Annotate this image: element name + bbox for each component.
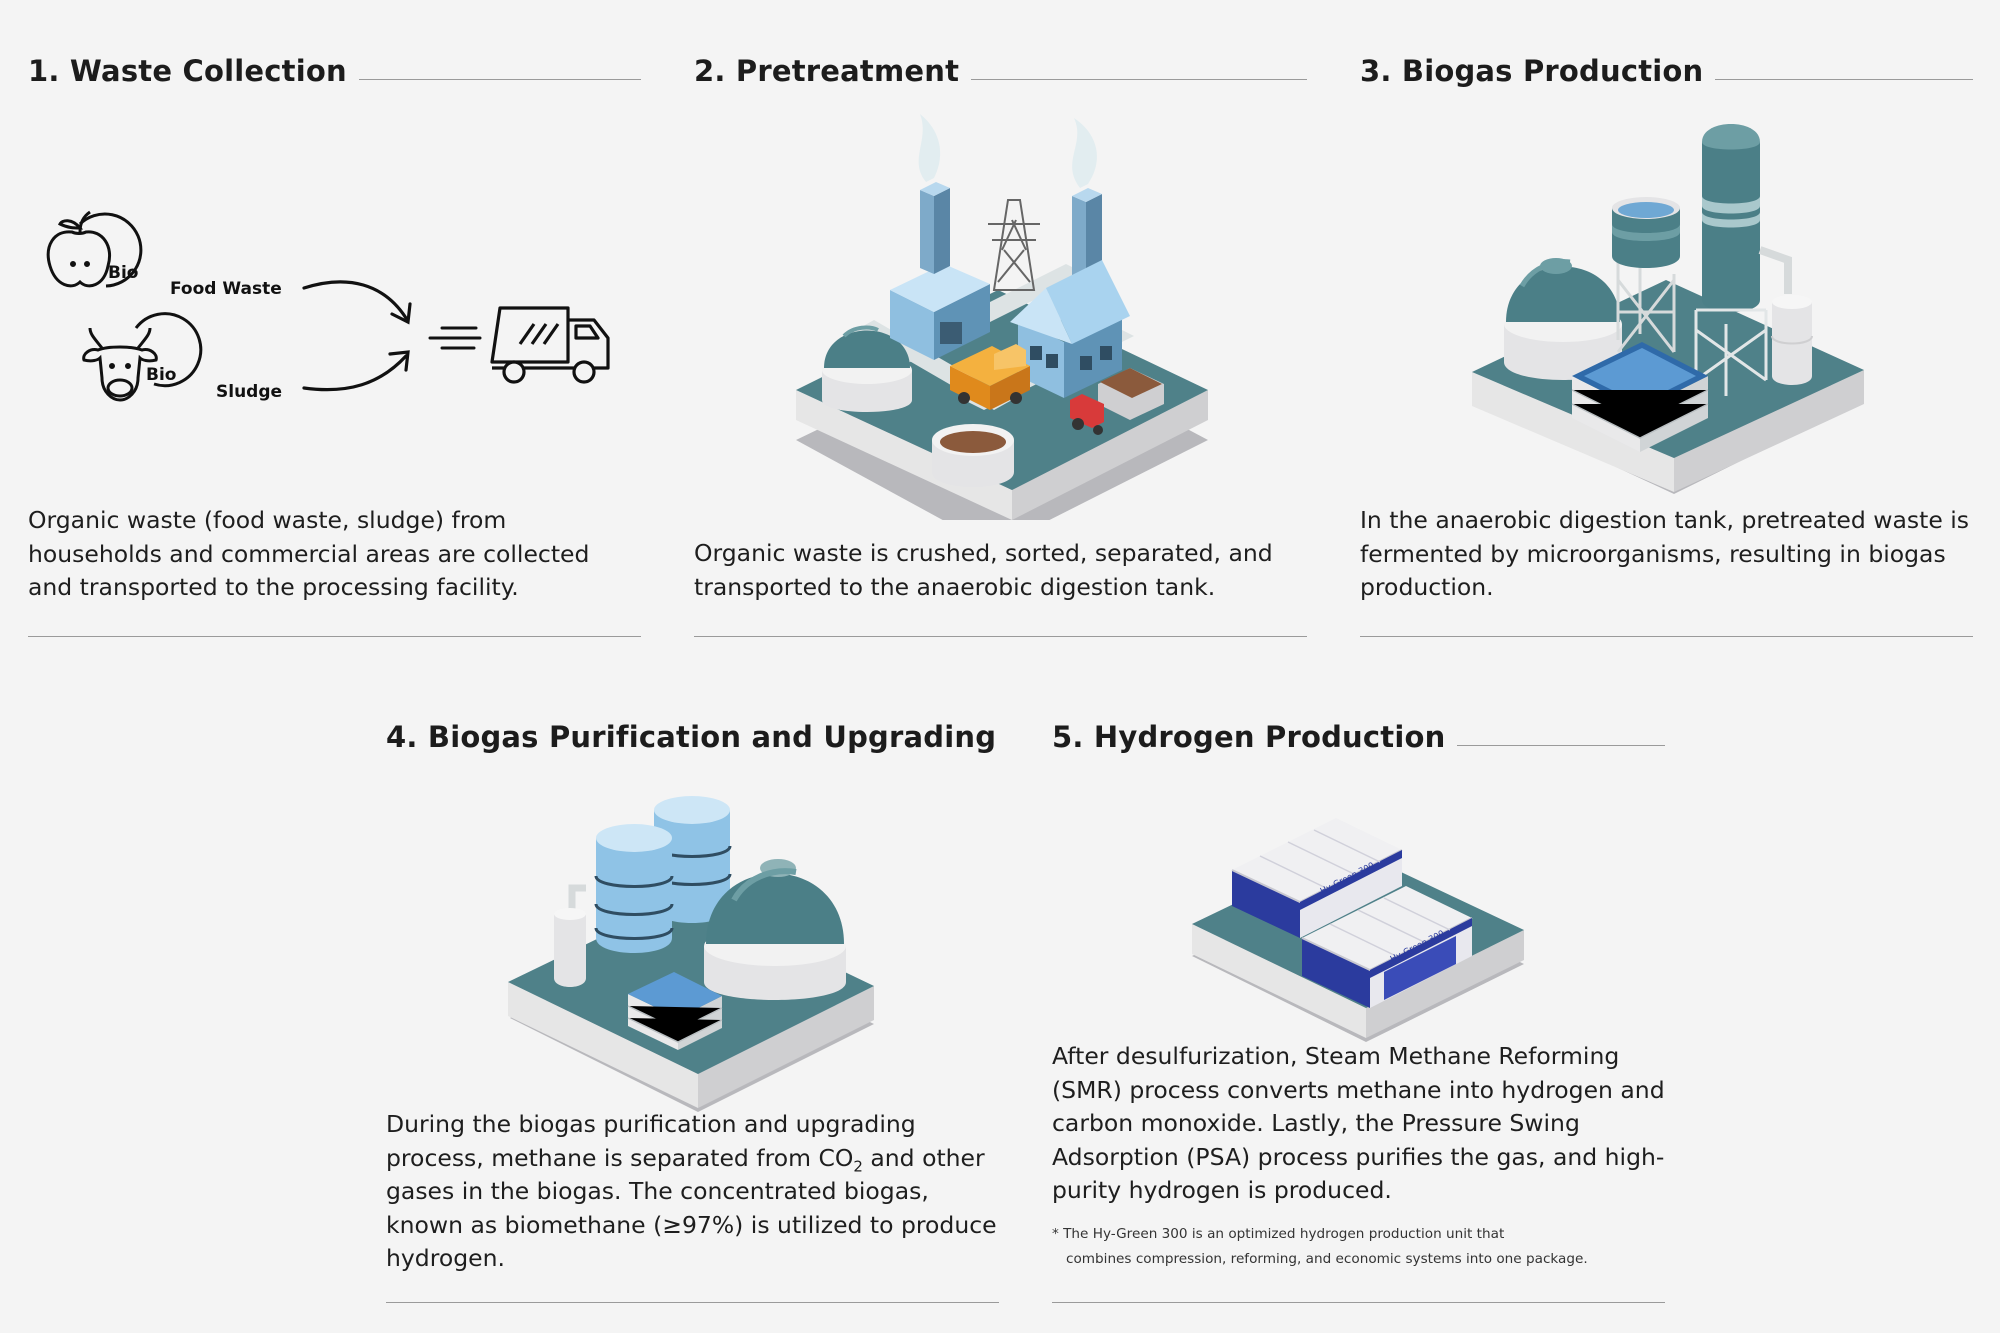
pretreatment-illustration bbox=[796, 114, 1208, 520]
biogas-production-illustration bbox=[1472, 124, 1864, 494]
footnote-line-1: * The Hy-Green 300 is an optimized hydro… bbox=[1052, 1226, 1505, 1242]
step-description: In the anaerobic digestion tank, pretrea… bbox=[1360, 506, 1970, 601]
bottom-rule bbox=[1052, 1302, 1665, 1303]
bottom-rule bbox=[1360, 636, 1973, 637]
storage-tank-front bbox=[594, 824, 674, 953]
biomethane-dome bbox=[704, 859, 846, 1000]
power-tower bbox=[988, 199, 1040, 291]
purification-illustration bbox=[508, 796, 874, 1112]
hy-green-unit-front bbox=[1301, 886, 1473, 1008]
step-title: 3. Biogas Production bbox=[1360, 54, 1704, 88]
step-title: 1. Waste Collection bbox=[28, 54, 347, 88]
house bbox=[1010, 260, 1130, 398]
tractor-cart bbox=[1070, 368, 1164, 435]
silo-frame bbox=[1694, 308, 1768, 396]
step-header: 4. Biogas Purification and Upgrading bbox=[386, 714, 999, 754]
bottom-rule bbox=[694, 636, 1307, 637]
sludge-tank bbox=[932, 424, 1014, 487]
step-title: 5. Hydrogen Production bbox=[1052, 720, 1446, 754]
garbage-truck-icon bbox=[490, 306, 610, 384]
orange-truck bbox=[950, 344, 1030, 410]
sludge-label: Sludge bbox=[216, 382, 282, 402]
footnote-line-2: combines compression, reforming, and eco… bbox=[1066, 1251, 1588, 1267]
sludge-bio-label: Bio bbox=[146, 365, 176, 385]
bottom-rule bbox=[28, 636, 641, 637]
merge-arrows bbox=[302, 280, 412, 392]
equipment-box bbox=[627, 972, 723, 1050]
hy-green-unit-rear bbox=[1231, 818, 1403, 938]
food-waste-label: Food Waste bbox=[170, 279, 282, 299]
factory-building bbox=[890, 264, 990, 360]
digester-dome bbox=[822, 325, 912, 412]
storage-tank-rear bbox=[652, 796, 732, 923]
speed-lines bbox=[428, 326, 482, 350]
waste-collection-illustration: Bio Food Waste Bio Sludge bbox=[46, 210, 610, 402]
step-title: 4. Biogas Purification and Upgrading bbox=[386, 720, 997, 754]
step-title: 2. Pretreatment bbox=[694, 54, 960, 88]
tall-silo bbox=[1702, 124, 1792, 312]
step-hydrogen-production: 5. Hydrogen Production Hy-Green 300 bbox=[1052, 714, 1665, 1303]
small-tank bbox=[554, 884, 586, 987]
chimney-left bbox=[918, 114, 950, 274]
co2-subscript: 2 bbox=[853, 1157, 863, 1176]
step-header: 1. Waste Collection bbox=[28, 48, 641, 88]
step-description: After desulfurization, Steam Methane Ref… bbox=[1052, 1042, 1665, 1204]
step-description: Organic waste is crushed, sorted, separa… bbox=[694, 539, 1273, 601]
food-waste-bio-icon bbox=[46, 210, 143, 288]
title-rule bbox=[1457, 745, 1665, 746]
step-header: 3. Biogas Production bbox=[1360, 48, 1973, 88]
sludge-bio-icon bbox=[82, 312, 203, 402]
step-biogas-production: 3. Biogas Production bbox=[1360, 48, 1973, 637]
food-bio-label: Bio bbox=[108, 263, 138, 283]
footnote: * The Hy-Green 300 is an optimized hydro… bbox=[1052, 1222, 1665, 1272]
hydrogen-production-illustration: Hy-Green 300 Hy-Green 300 bbox=[1192, 818, 1524, 1042]
step-biogas-purification: 4. Biogas Purification and Upgrading bbox=[386, 714, 999, 1303]
desc-part-1: During the biogas purification and upgra… bbox=[386, 1110, 916, 1172]
step-description: During the biogas purification and upgra… bbox=[386, 1108, 999, 1276]
bottom-rule bbox=[386, 1302, 999, 1303]
desc-part-2: and other gases in the biogas. The conce… bbox=[386, 1143, 997, 1273]
title-rule bbox=[358, 79, 641, 80]
small-tank bbox=[1771, 295, 1813, 385]
step-pretreatment: 2. Pretreatment bbox=[694, 48, 1307, 637]
step-waste-collection: 1. Waste Collection Bio Food Waste Bio S… bbox=[28, 48, 641, 637]
chimney-right bbox=[1072, 118, 1102, 282]
equipment-box bbox=[1571, 342, 1709, 452]
title-rule bbox=[971, 79, 1307, 80]
digester-dome bbox=[1504, 258, 1622, 380]
step-description: Organic waste (food waste, sludge) from … bbox=[28, 506, 590, 601]
step-header: 5. Hydrogen Production bbox=[1052, 714, 1665, 754]
step-header: 2. Pretreatment bbox=[694, 48, 1307, 88]
gas-holder-tank bbox=[1612, 197, 1680, 353]
title-rule bbox=[1715, 79, 1973, 80]
